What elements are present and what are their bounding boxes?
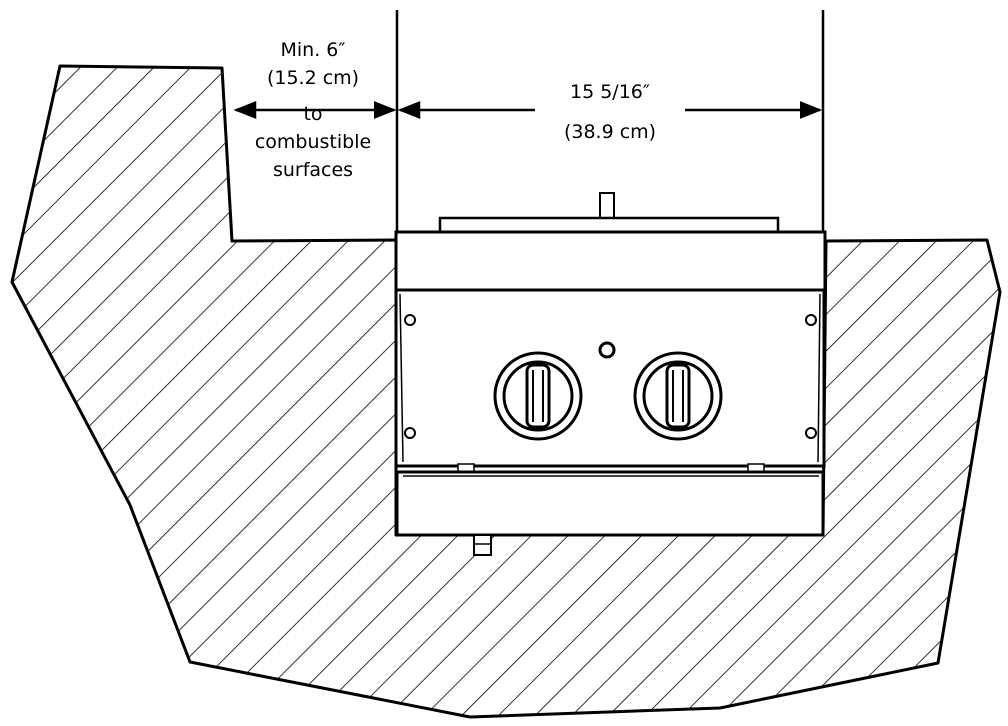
clearance-label: Min. 6″ (15.2 cm) to combustible surface… <box>255 39 371 181</box>
width-label: 15 5/16″ (38.9 cm) <box>564 81 656 143</box>
width-label-line1: 15 5/16″ <box>570 81 650 103</box>
width-label-line2: (38.9 cm) <box>564 121 656 143</box>
clearance-label-line4: combustible <box>255 131 371 153</box>
indicator-light <box>598 341 616 359</box>
right-control-knob <box>633 351 723 441</box>
clearance-label-line3: to <box>303 103 322 125</box>
clearance-label-line5: surfaces <box>273 159 353 181</box>
left-control-knob <box>493 351 583 441</box>
screw-top-right <box>805 314 817 326</box>
gas-inlet-fitting <box>473 534 492 556</box>
clearance-label-line2: (15.2 cm) <box>267 67 359 89</box>
burner-unit <box>394 192 827 556</box>
countertop-enclosure <box>10 64 1002 719</box>
clearance-label-line1: Min. 6″ <box>281 39 346 61</box>
screw-bottom-left <box>404 427 416 439</box>
screw-bottom-right <box>805 427 817 439</box>
screw-top-left <box>404 314 416 326</box>
